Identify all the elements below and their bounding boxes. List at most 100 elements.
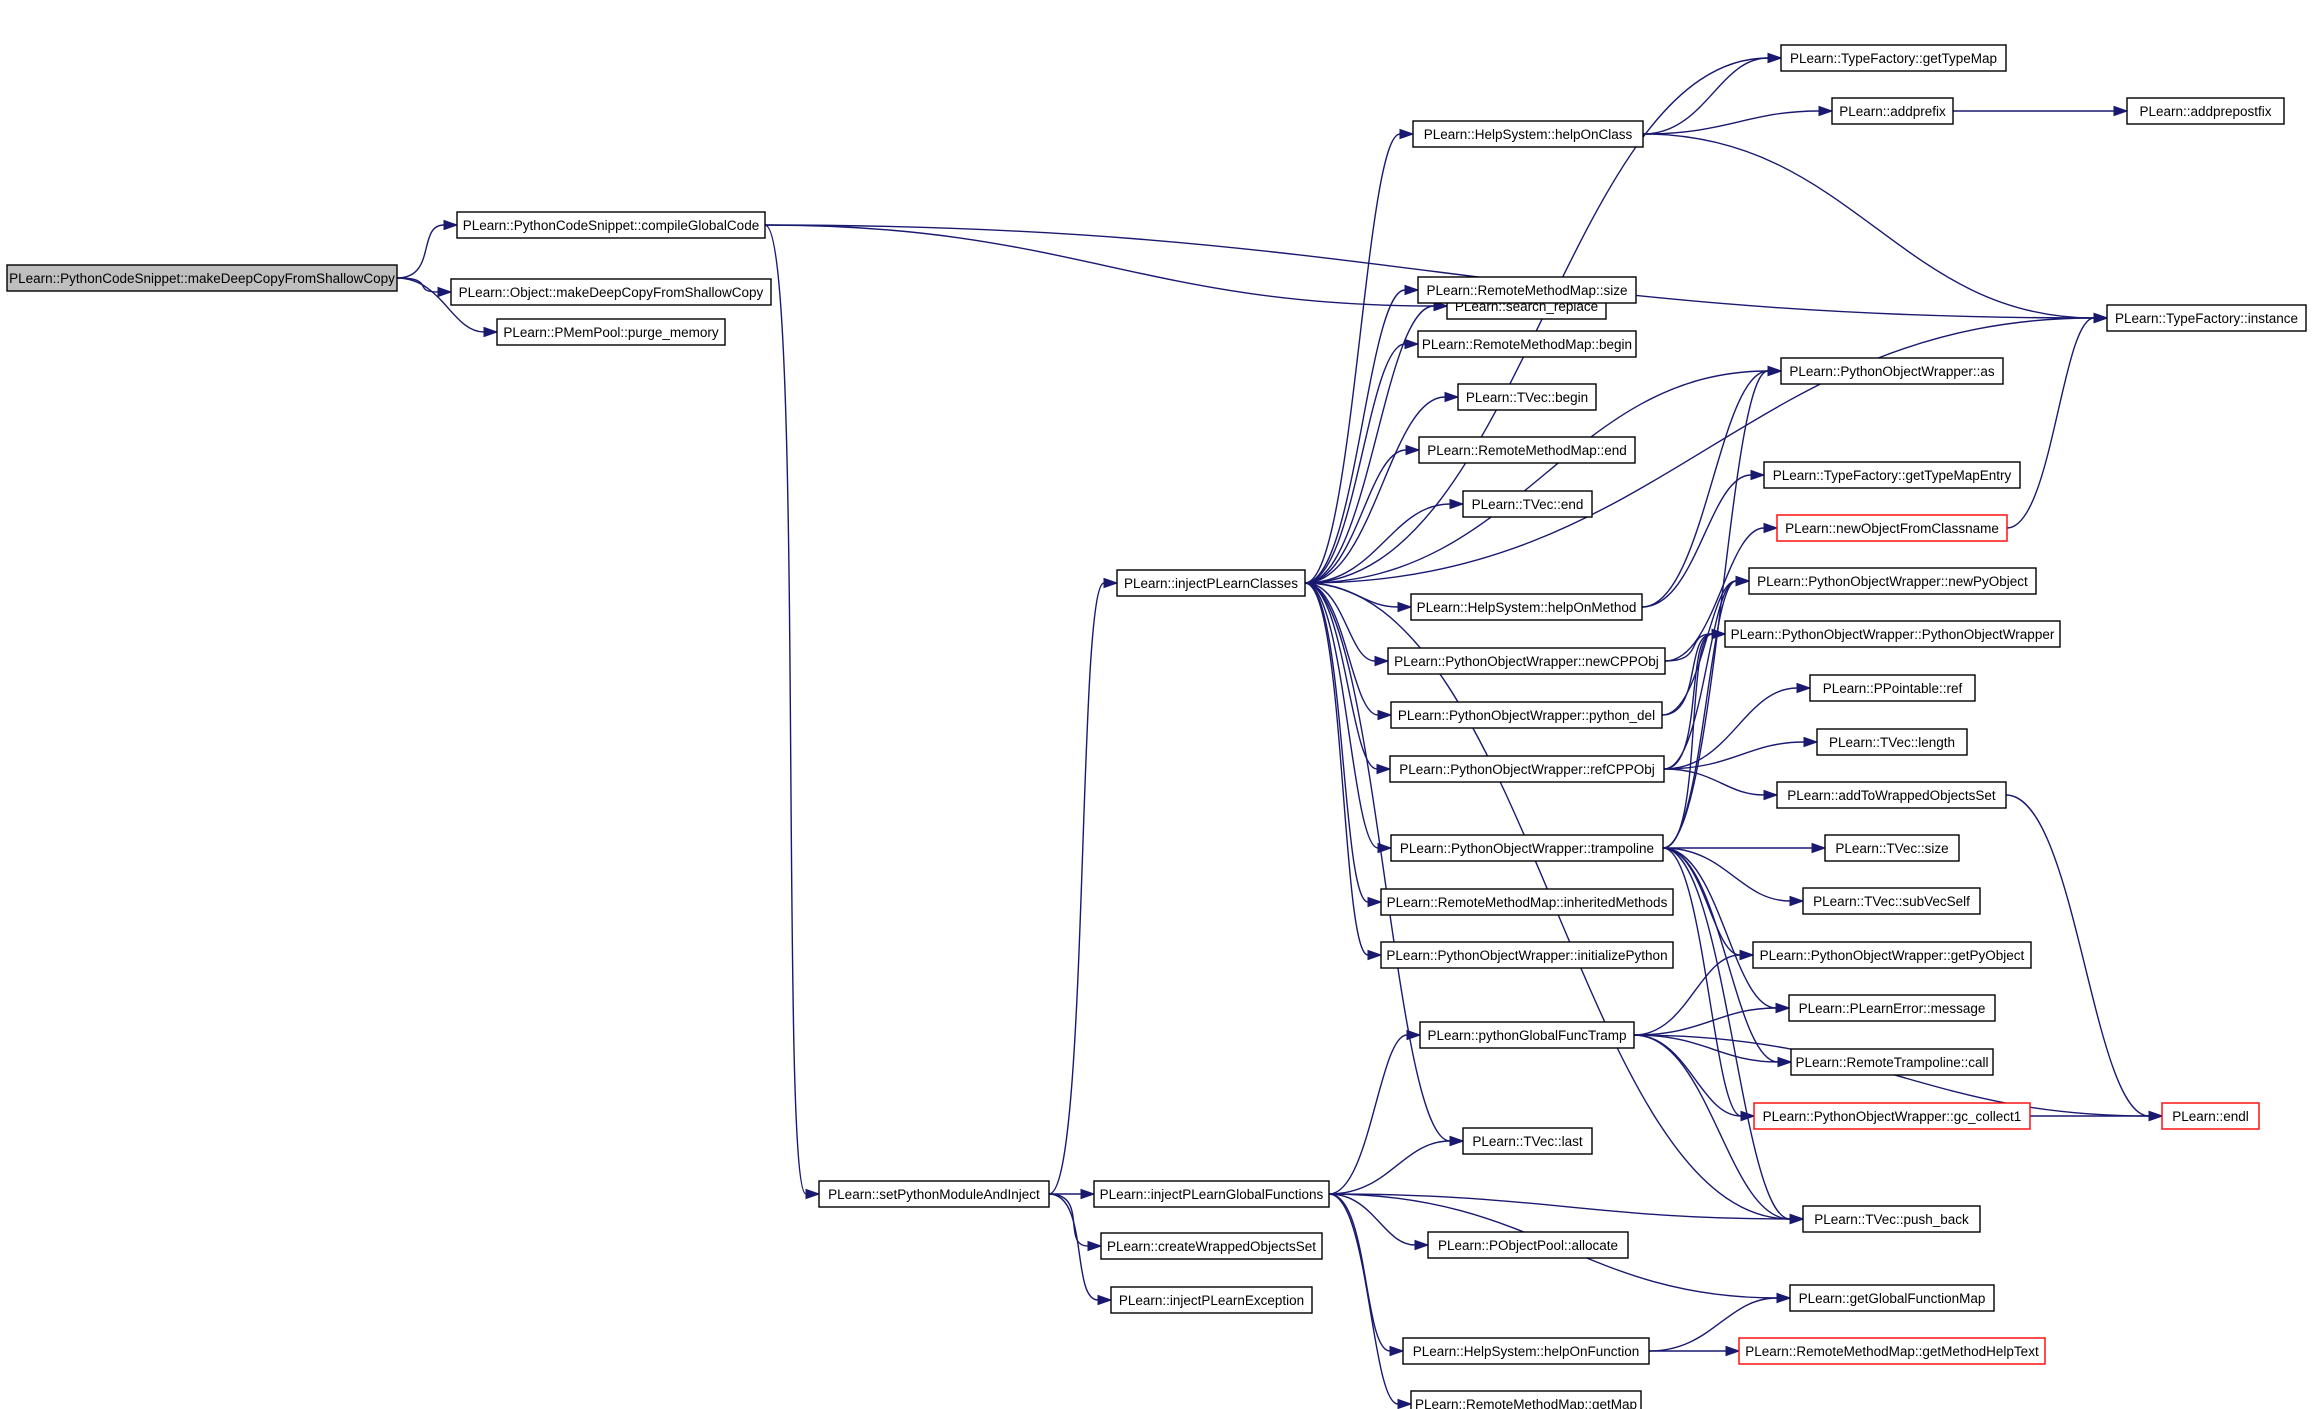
node-helpOnMethod[interactable]: PLearn::HelpSystem::helpOnMethod [1410,593,1643,621]
node-helpOnFunction[interactable]: PLearn::HelpSystem::helpOnFunction [1402,1337,1650,1365]
node-tvecBegin[interactable]: PLearn::TVec::begin [1457,383,1597,411]
node-newCPPObj[interactable]: PLearn::PythonObjectWrapper::newCPPObj [1387,647,1666,675]
node-injectGlobalFuncs[interactable]: PLearn::injectPLearnGlobalFunctions [1093,1180,1330,1208]
node-box[interactable] [456,211,766,239]
node-box[interactable] [2106,304,2307,332]
node-root[interactable]: PLearn::PythonCodeSnippet::makeDeepCopyF… [6,264,398,292]
node-box[interactable] [496,318,726,346]
node-tvecLast[interactable]: PLearn::TVec::last [1462,1127,1593,1155]
node-addprepostfix[interactable]: PLearn::addprepostfix [2126,97,2285,125]
node-box[interactable] [1462,490,1593,518]
node-box[interactable] [1417,330,1637,358]
node-box[interactable] [1457,383,1597,411]
node-box[interactable] [1802,887,1981,915]
node-addToWrapped[interactable]: PLearn::addToWrappedObjectsSet [1776,781,2007,809]
node-box[interactable] [1752,941,2032,969]
node-pushBack[interactable]: PLearn::TVec::push_back [1802,1205,1981,1233]
node-box[interactable] [1780,44,2007,72]
node-pyowCtor[interactable]: PLearn::PythonObjectWrapper::PythonObjec… [1724,620,2061,648]
node-pyowAs[interactable]: PLearn::PythonObjectWrapper::as [1780,357,2004,385]
node-box[interactable] [2161,1102,2260,1130]
node-box[interactable] [1824,834,1960,862]
node-box[interactable] [1380,941,1674,969]
node-getTypeMap[interactable]: PLearn::TypeFactory::getTypeMap [1780,44,2007,72]
node-box[interactable] [1412,120,1644,148]
node-injectPLearnClasses[interactable]: PLearn::injectPLearnClasses [1116,569,1306,597]
node-getPyObject[interactable]: PLearn::PythonObjectWrapper::getPyObject [1752,941,2032,969]
node-box[interactable] [1748,567,2037,595]
node-box[interactable] [1816,728,1968,756]
node-tvecEnd[interactable]: PLearn::TVec::end [1462,490,1593,518]
node-pythonDel[interactable]: PLearn::PythonObjectWrapper::python_del [1390,701,1663,729]
node-box[interactable] [1116,569,1306,597]
node-endl[interactable]: PLearn::endl [2161,1102,2260,1130]
node-rmmEnd[interactable]: PLearn::RemoteMethodMap::end [1418,436,1636,464]
node-compileGlobalCode[interactable]: PLearn::PythonCodeSnippet::compileGlobal… [456,211,766,239]
node-label: PLearn::addprefix [1839,104,1946,119]
node-box[interactable] [1390,834,1664,862]
node-subVecSelf[interactable]: PLearn::TVec::subVecSelf [1802,887,1981,915]
node-box[interactable] [1389,755,1665,783]
node-box[interactable] [1790,1048,1994,1076]
node-box[interactable] [1780,357,2004,385]
node-setPyModule[interactable]: PLearn::setPythonModuleAndInject [818,1180,1050,1208]
node-pyGlobalFuncTramp[interactable]: PLearn::pythonGlobalFuncTramp [1419,1021,1635,1049]
node-addprefix[interactable]: PLearn::addprefix [1831,97,1954,125]
node-refCPPObj[interactable]: PLearn::PythonObjectWrapper::refCPPObj [1389,755,1665,783]
node-injectException[interactable]: PLearn::injectPLearnException [1110,1286,1313,1314]
node-box[interactable] [1417,276,1637,304]
node-box[interactable] [1093,1180,1330,1208]
node-initializePython[interactable]: PLearn::PythonObjectWrapper::initializeP… [1380,941,1674,969]
node-box[interactable] [1418,436,1636,464]
node-box[interactable] [1419,1021,1635,1049]
node-box[interactable] [1763,461,2021,489]
node-newObjectFromClassname[interactable]: PLearn::newObjectFromClassname [1776,514,2008,542]
node-box[interactable] [1380,888,1674,916]
node-popAllocate[interactable]: PLearn::PObjectPool::allocate [1427,1231,1629,1259]
node-box[interactable] [1387,647,1666,675]
node-box[interactable] [1427,1231,1629,1259]
node-createWrapped[interactable]: PLearn::createWrappedObjectsSet [1100,1232,1323,1260]
arrowhead [1775,1002,1791,1014]
node-box[interactable] [1390,701,1663,729]
node-helpOnClass[interactable]: PLearn::HelpSystem::helpOnClass [1412,120,1644,148]
node-box[interactable] [6,264,398,292]
node-box[interactable] [1402,1337,1650,1365]
node-box[interactable] [818,1180,1050,1208]
node-tvecSize[interactable]: PLearn::TVec::size [1824,834,1960,862]
node-rmmSize[interactable]: PLearn::RemoteMethodMap::size [1417,276,1637,304]
node-box[interactable] [1462,1127,1593,1155]
node-rmmGetMap[interactable]: PLearn::RemoteMethodMap::getMap [1410,1390,1642,1409]
node-box[interactable] [1831,97,1954,125]
node-rtCall[interactable]: PLearn::RemoteTrampoline::call [1790,1048,1994,1076]
node-box[interactable] [450,278,772,306]
node-box[interactable] [1788,994,1996,1022]
node-box[interactable] [1753,1102,2031,1130]
node-newPyObject[interactable]: PLearn::PythonObjectWrapper::newPyObject [1748,567,2037,595]
node-getGlobalFunctionMap[interactable]: PLearn::getGlobalFunctionMap [1789,1284,1995,1312]
node-box[interactable] [1776,781,2007,809]
node-box[interactable] [2126,97,2285,125]
node-getTypeMapEntry[interactable]: PLearn::TypeFactory::getTypeMapEntry [1763,461,2021,489]
node-box[interactable] [1410,593,1643,621]
node-trampoline[interactable]: PLearn::PythonObjectWrapper::trampoline [1390,834,1664,862]
node-tvecLength[interactable]: PLearn::TVec::length [1816,728,1968,756]
node-rmmBegin[interactable]: PLearn::RemoteMethodMap::begin [1417,330,1637,358]
node-box[interactable] [1802,1205,1981,1233]
node-objMakeDeepCopy[interactable]: PLearn::Object::makeDeepCopyFromShallowC… [450,278,772,306]
node-ppRef[interactable]: PLearn::PPointable::ref [1809,674,1976,702]
node-box[interactable] [1410,1390,1642,1409]
node-box[interactable] [1789,1284,1995,1312]
node-purgeMemory[interactable]: PLearn::PMemPool::purge_memory [496,318,726,346]
node-box[interactable] [1776,514,2008,542]
node-getMethodHelpText[interactable]: PLearn::RemoteMethodMap::getMethodHelpTe… [1738,1337,2046,1365]
node-pleMessage[interactable]: PLearn::PLearnError::message [1788,994,1996,1022]
node-box[interactable] [1738,1337,2046,1365]
node-gcCollect[interactable]: PLearn::PythonObjectWrapper::gc_collect1 [1753,1102,2031,1130]
node-box[interactable] [1110,1286,1313,1314]
node-box[interactable] [1100,1232,1323,1260]
node-box[interactable] [1724,620,2061,648]
node-tfInstance[interactable]: PLearn::TypeFactory::instance [2106,304,2307,332]
node-inheritedMethods[interactable]: PLearn::RemoteMethodMap::inheritedMethod… [1380,888,1674,916]
node-box[interactable] [1809,674,1976,702]
